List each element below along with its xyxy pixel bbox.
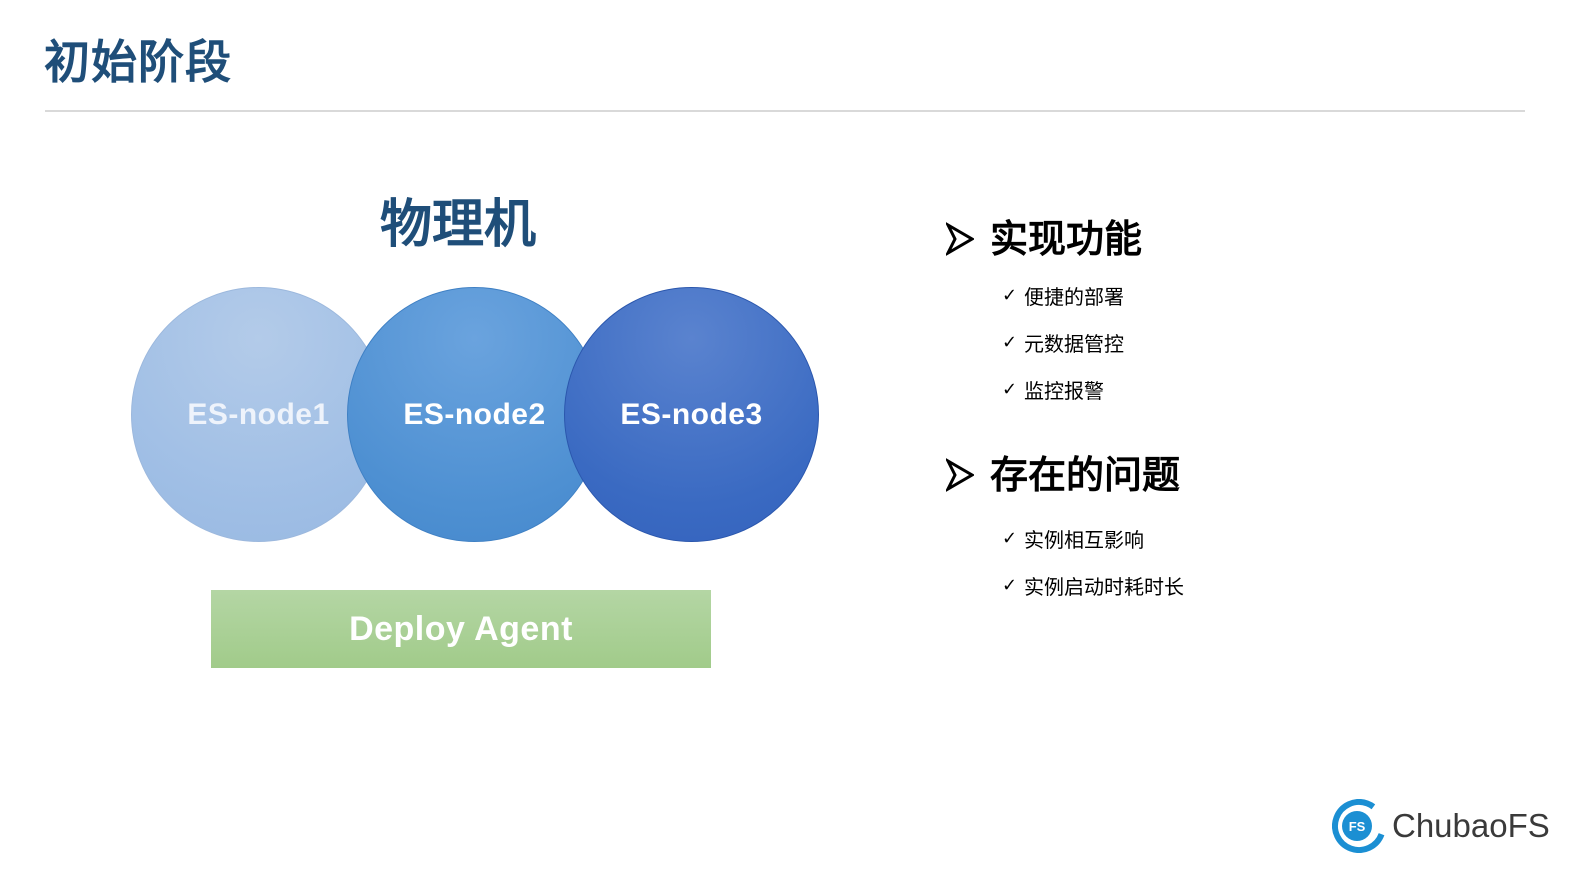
- diagram-title: 物理机: [380, 195, 537, 255]
- section-issues: 存在的问题 ✓ 实例相互影响 ✓ 实例启动时耗时长: [946, 450, 1184, 609]
- section-features: 实现功能 ✓ 便捷的部署 ✓ 元数据管控 ✓ 监控报警: [946, 214, 1142, 413]
- list-item: ✓ 实例相互影响: [1002, 515, 1184, 562]
- deploy-agent-bar: Deploy Agent: [211, 590, 711, 668]
- checkmark-icon: ✓: [1002, 285, 1018, 306]
- node-label-3: ES-node3: [620, 397, 763, 431]
- list-item: ✓ 便捷的部署: [1002, 272, 1142, 319]
- node-circle-2: ES-node2: [347, 287, 602, 542]
- node-label-1: ES-node1: [187, 397, 330, 431]
- section-heading: 实现功能: [946, 214, 1142, 264]
- section-heading: 存在的问题: [946, 450, 1184, 500]
- list-item-text: 元数据管控: [1024, 332, 1124, 356]
- node-label-2: ES-node2: [403, 397, 546, 431]
- section-title: 实现功能: [990, 217, 1143, 261]
- section-title: 存在的问题: [990, 453, 1181, 497]
- deploy-agent-label: Deploy Agent: [349, 609, 573, 648]
- checkmark-icon: ✓: [1002, 528, 1018, 549]
- list-item: ✓ 实例启动时耗时长: [1002, 562, 1184, 609]
- logo-text: ChubaoFS: [1392, 807, 1550, 844]
- checkmark-icon: ✓: [1002, 575, 1018, 596]
- checkmark-icon: ✓: [1002, 332, 1018, 353]
- node-circle-1: ES-node1: [131, 287, 386, 542]
- arrow-bullet-icon: [946, 458, 974, 492]
- node-circle-3: ES-node3: [564, 287, 819, 542]
- chubaofs-logo: FS ChubaoFS: [1332, 799, 1550, 853]
- list-item: ✓ 监控报警: [1002, 366, 1142, 413]
- list-item: ✓ 元数据管控: [1002, 319, 1142, 366]
- section-items: ✓ 实例相互影响 ✓ 实例启动时耗时长: [946, 515, 1184, 609]
- title-divider: [45, 110, 1525, 112]
- checkmark-icon: ✓: [1002, 379, 1018, 400]
- list-item-text: 监控报警: [1024, 379, 1104, 403]
- page-title: 初始阶段: [44, 35, 232, 89]
- list-item-text: 便捷的部署: [1024, 285, 1124, 309]
- section-items: ✓ 便捷的部署 ✓ 元数据管控 ✓ 监控报警: [946, 272, 1142, 413]
- arrow-bullet-icon: [946, 222, 974, 256]
- chubaofs-logo-icon: FS: [1332, 799, 1386, 853]
- list-item-text: 实例启动时耗时长: [1024, 575, 1184, 599]
- logo-mark-text: FS: [1349, 819, 1366, 834]
- list-item-text: 实例相互影响: [1024, 528, 1144, 552]
